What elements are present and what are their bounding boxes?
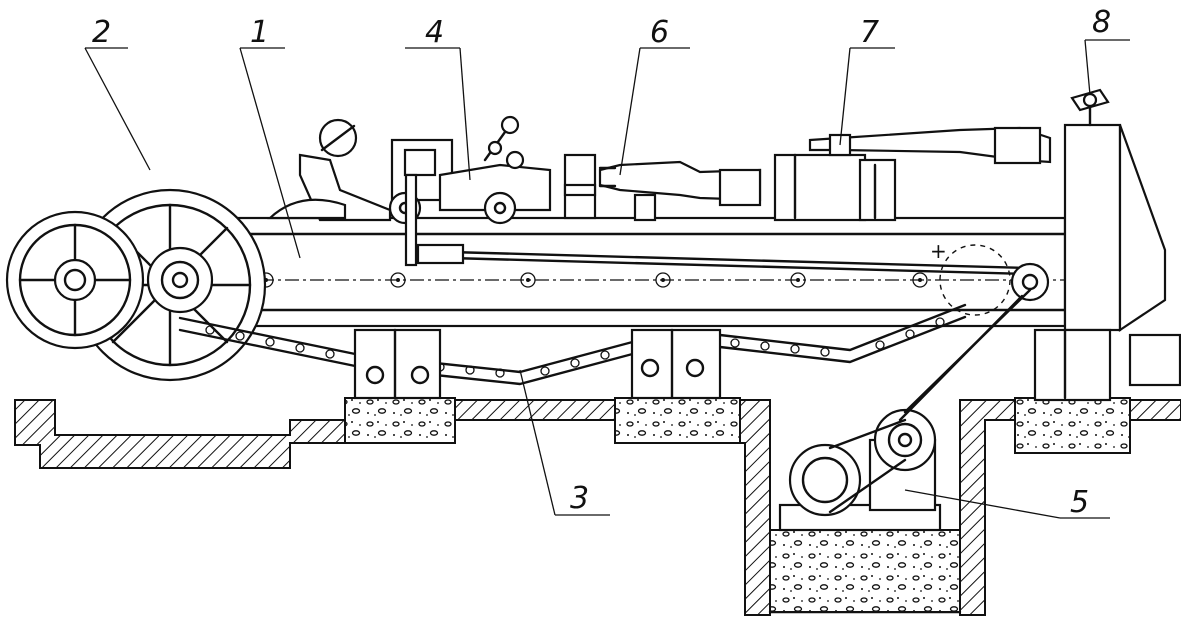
label-frame: 1	[250, 15, 269, 50]
main-frame	[10, 216, 1070, 328]
clamp	[563, 153, 762, 222]
carriage	[267, 115, 552, 267]
chain-links	[205, 317, 945, 378]
label-chain: 3	[570, 481, 589, 516]
ground	[14, 399, 1181, 616]
label-drive-unit: 5	[1070, 485, 1089, 520]
label-carriage: 4	[425, 15, 444, 50]
plus-sign: +	[930, 239, 947, 263]
label-rear-grip: 7	[860, 15, 879, 50]
label-flywheel: 2	[92, 15, 111, 50]
leader-lines	[84, 39, 1130, 519]
rear-grip	[773, 126, 1052, 222]
drive-pulley	[5, 210, 145, 350]
foundations	[344, 397, 1131, 613]
front-sprocket	[146, 246, 214, 314]
label-clamp: 6	[650, 15, 669, 50]
drive-unit	[778, 288, 1032, 532]
tail-head	[1033, 88, 1181, 402]
supports	[353, 328, 722, 400]
frame-bolts	[258, 272, 928, 288]
label-tail-head: 8	[1092, 5, 1111, 40]
part-labels: 2 1 4 6 7 8 3 5	[92, 5, 1111, 520]
